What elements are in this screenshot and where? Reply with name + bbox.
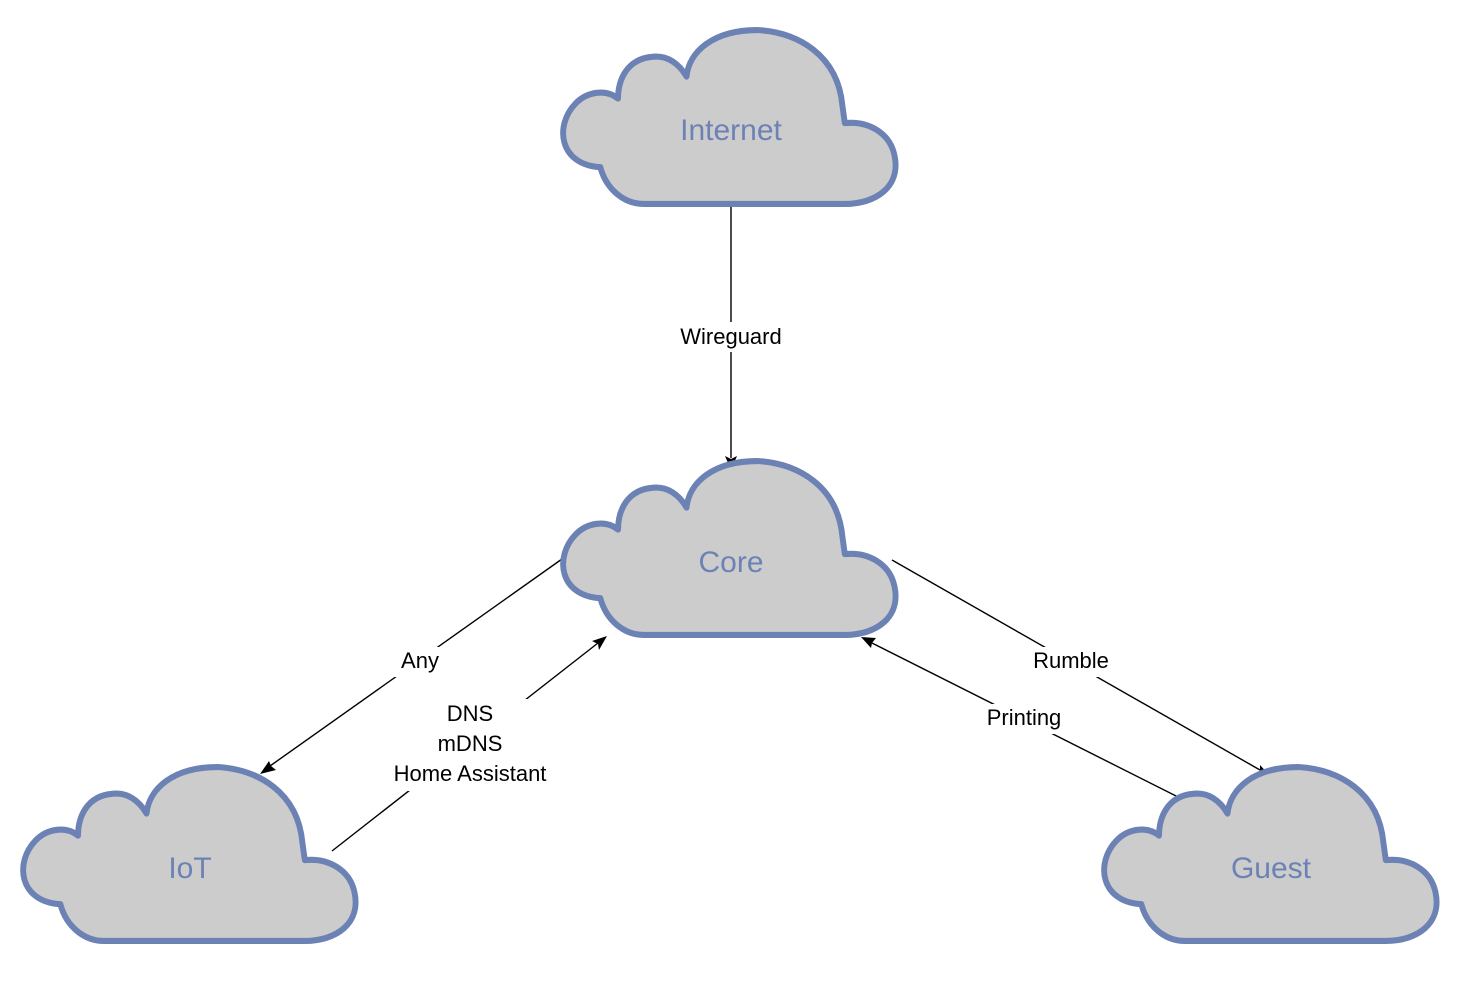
cloud-guest-label: Guest bbox=[1231, 852, 1312, 885]
edge-label-any: Any bbox=[401, 648, 439, 673]
edge-label-mdns: mDNS bbox=[438, 731, 503, 756]
edge-label-wireguard: Wireguard bbox=[680, 324, 781, 349]
edge-label-home-assistant: Home Assistant bbox=[394, 761, 547, 786]
cloud-internet-label: Internet bbox=[680, 114, 782, 147]
edge-label-dns: DNS bbox=[447, 701, 493, 726]
edge-label-printing: Printing bbox=[987, 705, 1062, 730]
edge-label-rumble: Rumble bbox=[1033, 648, 1109, 673]
cloud-iot-label: IoT bbox=[168, 852, 211, 885]
cloud-core-label: Core bbox=[698, 546, 763, 579]
